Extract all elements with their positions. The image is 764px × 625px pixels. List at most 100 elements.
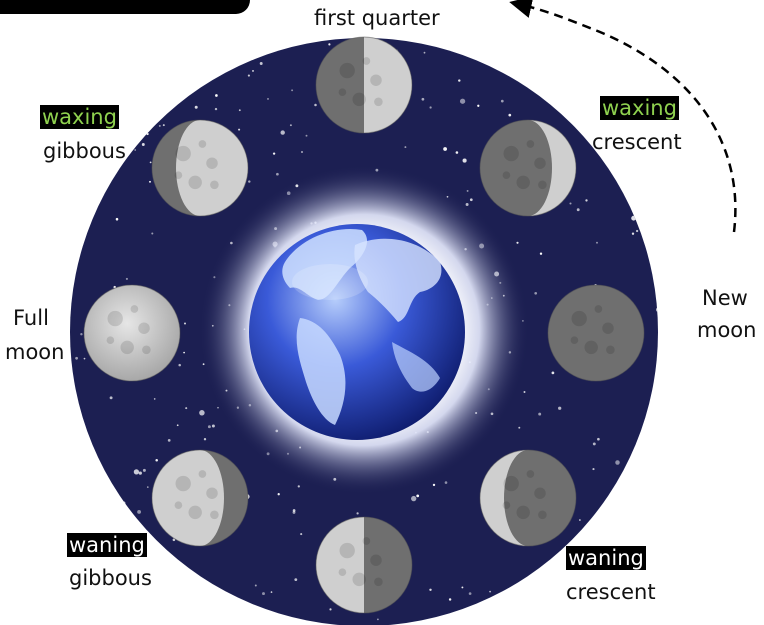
- star: [112, 75, 115, 79]
- star: [116, 63, 120, 66]
- moon-crater: [502, 501, 511, 510]
- star: [270, 591, 273, 593]
- star: [211, 424, 215, 428]
- star: [146, 132, 149, 136]
- star: [150, 618, 153, 621]
- waxing-gibbous-tag: waxing: [40, 105, 119, 129]
- moon-outline: [547, 284, 645, 382]
- star: [90, 495, 93, 498]
- moon-lit-side: [84, 285, 180, 381]
- star: [254, 584, 257, 587]
- star: [444, 481, 448, 484]
- star: [630, 175, 632, 178]
- star: [469, 198, 473, 202]
- star: [149, 161, 152, 164]
- star: [119, 114, 122, 118]
- star: [146, 486, 149, 488]
- star: [158, 124, 161, 127]
- star: [178, 363, 181, 367]
- moon-outline: [315, 36, 413, 134]
- star: [238, 109, 241, 112]
- star: [623, 492, 626, 496]
- star: [597, 437, 600, 441]
- moon-crater: [352, 572, 366, 587]
- star: [96, 188, 100, 192]
- star: [538, 44, 541, 47]
- moon-crater: [198, 470, 207, 478]
- moon-crater: [352, 92, 366, 107]
- star: [80, 197, 84, 201]
- moon-crater: [339, 542, 355, 559]
- star: [75, 356, 78, 360]
- label-full-moon-line1: Full: [13, 306, 49, 330]
- star: [592, 442, 596, 446]
- tag-waning-gibbous: waning: [67, 532, 147, 559]
- star: [596, 241, 598, 244]
- earth-globe-icon: [249, 224, 465, 440]
- star: [226, 611, 229, 614]
- star: [635, 229, 639, 233]
- moon-crater: [138, 322, 150, 334]
- star: [125, 44, 129, 47]
- star: [489, 590, 491, 593]
- star: [297, 485, 300, 488]
- star: [356, 512, 359, 515]
- star: [455, 39, 458, 42]
- moon-crater: [107, 310, 123, 327]
- star: [138, 471, 142, 475]
- star: [215, 94, 218, 97]
- dashed-orbit-arrow: [509, 0, 737, 233]
- moon-crater: [516, 175, 530, 190]
- waning-crescent-tag: waning: [566, 546, 646, 570]
- star: [248, 180, 251, 183]
- star: [615, 460, 620, 465]
- star: [551, 371, 555, 375]
- star: [642, 39, 645, 42]
- star: [183, 322, 187, 325]
- star: [629, 88, 631, 91]
- star: [656, 290, 658, 295]
- moon-outline: [479, 119, 577, 217]
- star: [233, 35, 236, 38]
- moon-crater: [606, 345, 615, 355]
- moon-crater: [142, 345, 151, 355]
- moon-outline: [479, 449, 577, 547]
- star: [423, 51, 426, 54]
- star: [267, 97, 269, 100]
- moon-lit-side: [152, 450, 224, 546]
- star: [247, 74, 250, 77]
- tag-waxing-gibbous: waxing: [40, 104, 119, 131]
- moon-outline: [151, 449, 249, 547]
- star: [153, 398, 156, 400]
- moon-lit-side: [528, 120, 576, 216]
- star: [516, 241, 519, 244]
- star: [487, 43, 490, 45]
- star: [125, 277, 128, 280]
- star: [650, 408, 653, 411]
- star: [631, 215, 636, 221]
- star: [477, 104, 480, 107]
- star: [504, 618, 506, 621]
- star: [252, 69, 254, 72]
- moon-crater: [570, 336, 579, 345]
- moon-crater: [339, 62, 355, 79]
- star: [276, 172, 279, 176]
- star: [300, 533, 303, 536]
- moon-crater: [516, 505, 530, 520]
- star: [443, 147, 447, 151]
- waxing-crescent-tag: waxing: [600, 96, 679, 120]
- moon-crater: [370, 74, 382, 86]
- star: [432, 483, 436, 487]
- star: [99, 479, 102, 483]
- star: [238, 605, 241, 607]
- star: [80, 333, 83, 336]
- moon-crater: [210, 510, 219, 520]
- moon-crater: [374, 577, 383, 587]
- star: [416, 494, 420, 498]
- star: [565, 83, 568, 86]
- star: [488, 611, 491, 615]
- star: [576, 208, 580, 212]
- moon-phase-icon: [151, 119, 249, 217]
- moon-dark-side: [548, 285, 644, 381]
